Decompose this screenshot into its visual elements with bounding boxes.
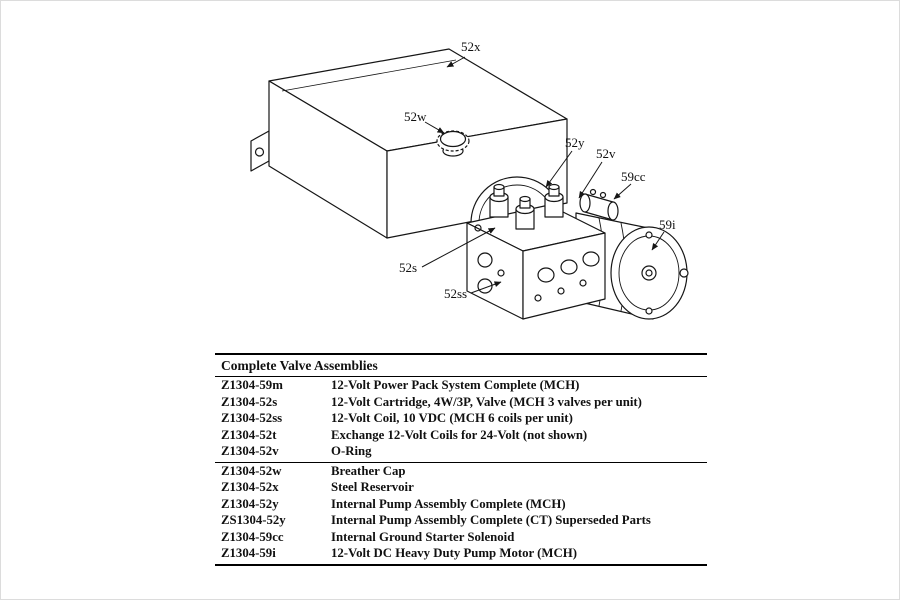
callout-labels: 52x 52w 52y 52v 59cc 59i 52s 52ss [399, 39, 676, 301]
motor-stud [679, 268, 689, 278]
leader-52x [446, 56, 466, 68]
coil-stack [515, 195, 535, 230]
callout-leaders [421, 56, 665, 294]
motor-bolt [645, 231, 653, 239]
part-description: Exchange 12-Volt Coils for 24-Volt (not … [331, 427, 588, 442]
port-bolt [497, 269, 505, 277]
callout-59i-label: 59i [659, 217, 676, 232]
part-description: 12-Volt Cartridge, 4W/3P, Valve (MCH 3 v… [331, 394, 642, 409]
port-bolt [557, 287, 565, 295]
starter-solenoid [579, 188, 619, 221]
callout-52x-label: 52x [461, 39, 481, 54]
part-description: Breather Cap [331, 463, 406, 478]
mounting-hole [254, 147, 265, 157]
port [477, 278, 493, 294]
table-title: Complete Valve Assemblies [215, 353, 707, 377]
table-row: Z1304-52y Internal Pump Assembly Complet… [215, 496, 707, 513]
valve-manifold [466, 204, 606, 320]
part-description: Internal Pump Assembly Complete (CT) Sup… [331, 513, 651, 527]
callout-52v-label: 52v [596, 146, 616, 161]
part-number: Z1304-52s [221, 394, 278, 409]
parts-diagram: 52x 52w 52y 52v 59cc 59i 52s 52ss [1, 1, 899, 355]
hex-plug [474, 224, 482, 232]
port-bolt [579, 279, 587, 287]
cartridge-valve-coils [489, 183, 564, 230]
table-row: Z1304-59m 12-Volt Power Pack System Comp… [215, 377, 707, 394]
table-row: Z1304-59cc Internal Ground Starter Solen… [215, 529, 707, 546]
coil-stack [489, 183, 509, 218]
port [477, 252, 493, 268]
leader-59i [651, 231, 665, 251]
part-number: Z1304-52ss [221, 411, 283, 425]
port [582, 251, 600, 267]
power-pack-diagram: 52x 52w 52y 52v 59cc 59i 52s 52ss [250, 39, 689, 320]
callout-52s-label: 52s [399, 260, 417, 275]
port-bolt [534, 294, 542, 302]
solenoid-terminal [589, 188, 597, 196]
leader-52y [545, 150, 573, 188]
motor-bolt [645, 307, 653, 315]
reservoir-seam [281, 59, 457, 92]
part-description: Internal Pump Assembly Complete (MCH) [331, 496, 566, 511]
solenoid-terminal [599, 191, 607, 199]
leader-52w [424, 121, 445, 134]
part-number: Z1304-52y [221, 496, 279, 511]
leader-59cc [613, 183, 632, 200]
part-description: 12-Volt DC Heavy Duty Pump Motor (MCH) [325, 545, 707, 566]
table-row: Z1304-52v O-Ring [215, 443, 707, 463]
part-number: Z1304-52v [215, 443, 325, 463]
table-row: ZS1304-52y Internal Pump Assembly Comple… [215, 512, 707, 529]
parts-table: Complete Valve Assemblies Z1304-59m 12-V… [215, 353, 707, 566]
table-row: Z1304-52ss 12-Volt Coil, 10 VDC (MCH 6 c… [215, 410, 707, 427]
part-number: Z1304-52w [221, 463, 282, 478]
leader-52ss [470, 281, 502, 294]
coil-stack [544, 183, 564, 218]
table-row: Z1304-52t Exchange 12-Volt Coils for 24-… [215, 427, 707, 444]
part-number: Z1304-59i [215, 545, 325, 566]
part-number: Z1304-59cc [221, 529, 284, 544]
leader-52s [421, 227, 496, 268]
callout-52w-label: 52w [404, 109, 427, 124]
part-description: 12-Volt Power Pack System Complete (MCH) [331, 378, 580, 392]
leader-52v [578, 161, 603, 199]
table-row: Z1304-59i 12-Volt DC Heavy Duty Pump Mot… [215, 545, 707, 566]
callout-52ss-label: 52ss [444, 286, 467, 301]
part-description: O-Ring [325, 443, 707, 463]
part-description: Internal Ground Starter Solenoid [331, 529, 515, 544]
port [537, 267, 555, 283]
table-row: Z1304-52s 12-Volt Cartridge, 4W/3P, Valv… [215, 394, 707, 411]
part-description: 12-Volt Coil, 10 VDC (MCH 6 coils per un… [331, 411, 573, 425]
table-row: Z1304-52x Steel Reservoir [215, 479, 707, 496]
breather-cap [436, 130, 470, 157]
part-number: Z1304-52t [221, 427, 277, 442]
port [560, 259, 578, 275]
callout-52y-label: 52y [565, 135, 585, 150]
part-description: Steel Reservoir [331, 480, 414, 494]
part-number: Z1304-52x [221, 480, 279, 494]
callout-59cc-label: 59cc [621, 169, 646, 184]
part-number: Z1304-59m [221, 378, 283, 392]
part-number: ZS1304-52y [221, 513, 286, 527]
table-row: Z1304-52w Breather Cap [215, 462, 707, 479]
